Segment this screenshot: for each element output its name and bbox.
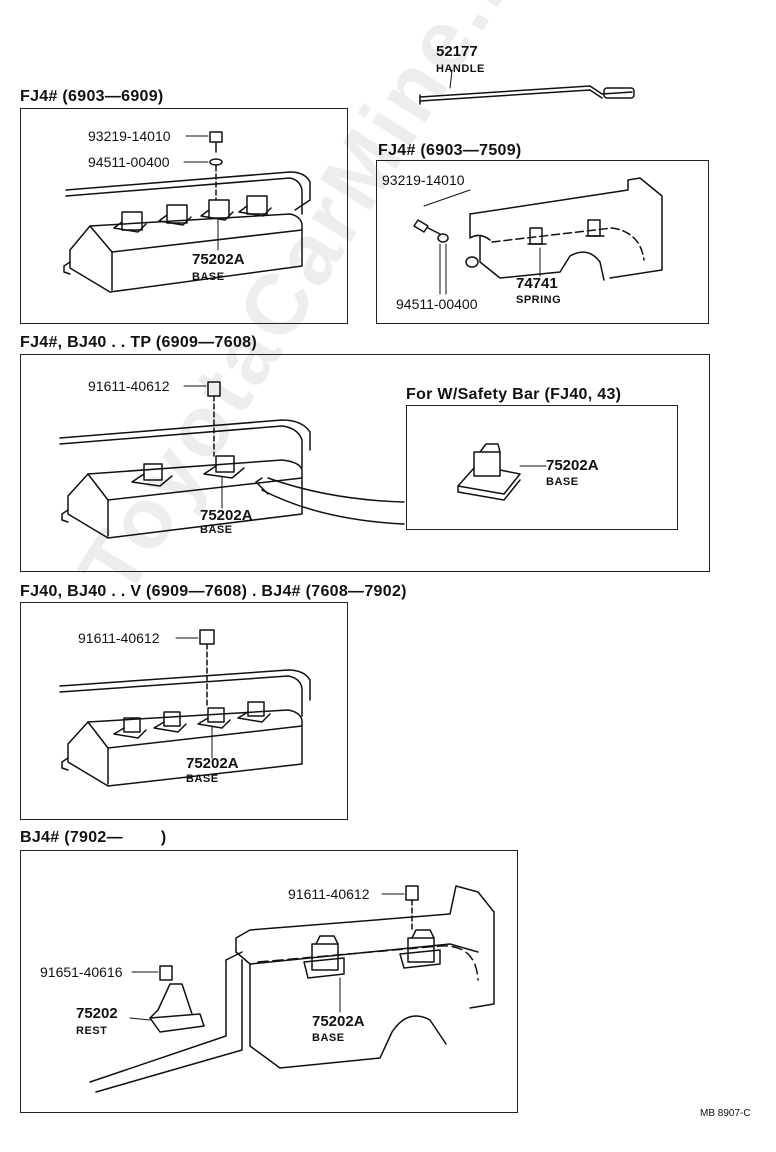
- s4-base-4: [237, 701, 271, 723]
- s1-base-2: [158, 204, 192, 226]
- s5-base-1: [303, 935, 345, 979]
- s1-bolt-part: 93219-14010: [88, 128, 171, 144]
- section2-drawing: [413, 177, 663, 295]
- s5-base-part: 75202A: [312, 1013, 365, 1030]
- section-2-title: FJ4# (6903—7509): [378, 142, 522, 159]
- section-box-3: [20, 354, 710, 572]
- s4-base-2: [153, 711, 187, 733]
- s2-bolt-part: 93219-14010: [382, 172, 465, 188]
- s3-base-name: BASE: [200, 524, 233, 536]
- s5-rest-bolt-part: 91651-40616: [40, 964, 123, 980]
- handle-drawing: [419, 69, 635, 105]
- section-box-1: [20, 108, 348, 324]
- s5-base-2: [399, 929, 441, 969]
- section-4-title: FJ40, BJ40 . . V (6909—7608) . BJ4# (760…: [20, 583, 407, 600]
- section4-drawing: [59, 629, 311, 787]
- s2-spring-name: SPRING: [516, 294, 562, 306]
- s3-base-1: [131, 463, 173, 487]
- inset-base-name: BASE: [546, 476, 579, 488]
- s5-rest: [149, 983, 205, 1033]
- s4-base-3: [197, 707, 231, 729]
- s5-bolt-part: 91611-40612: [288, 886, 370, 902]
- s4-bolt-part: 91611-40612: [78, 630, 160, 646]
- s4-base-name: BASE: [186, 773, 219, 785]
- s5-rest-part: 75202: [76, 1005, 118, 1022]
- s1-base-part: 75202A: [192, 251, 245, 268]
- s3-base-2: [203, 455, 245, 479]
- section-5-title: BJ4# (7902— ): [20, 829, 167, 846]
- s1-base-3: [200, 199, 234, 221]
- section-3-title: FJ4#, BJ40 . . TP (6909—7608): [20, 334, 257, 351]
- s4-base-1: [113, 717, 147, 739]
- section-1-title: FJ4# (6903—6909): [20, 88, 164, 105]
- s3-bolt-part: 91611-40612: [88, 378, 170, 394]
- s1-base-1: [113, 211, 147, 233]
- s2-washer-part: 94511-00400: [396, 296, 478, 312]
- inset-title: For W/Safety Bar (FJ40, 43): [406, 386, 622, 403]
- section-box-2: [376, 160, 709, 324]
- handle-part-name: HANDLE: [436, 63, 485, 75]
- inset-base-part: 75202A: [546, 457, 599, 474]
- s5-base-name: BASE: [312, 1032, 345, 1044]
- s1-washer-part: 94511-00400: [88, 154, 170, 170]
- s2-spring-2: [585, 219, 605, 237]
- s5-rest-name: REST: [76, 1025, 108, 1037]
- section5-drawing: [89, 885, 495, 1093]
- s4-base-part: 75202A: [186, 755, 239, 772]
- section1-drawing: [63, 131, 311, 293]
- inset-base: [457, 443, 521, 501]
- s1-base-4: [238, 195, 272, 217]
- s1-base-name: BASE: [192, 271, 225, 283]
- s2-spring-part: 74741: [516, 275, 558, 292]
- section-box-4: [20, 602, 348, 820]
- s3-base-part: 75202A: [200, 507, 253, 524]
- handle-part-number: 52177: [436, 43, 478, 60]
- footer-code: MB 8907-C: [700, 1108, 751, 1119]
- section3-drawing: [59, 381, 547, 539]
- section-box-5: [20, 850, 518, 1113]
- s2-spring-1: [527, 227, 547, 245]
- inset-box: [406, 405, 678, 530]
